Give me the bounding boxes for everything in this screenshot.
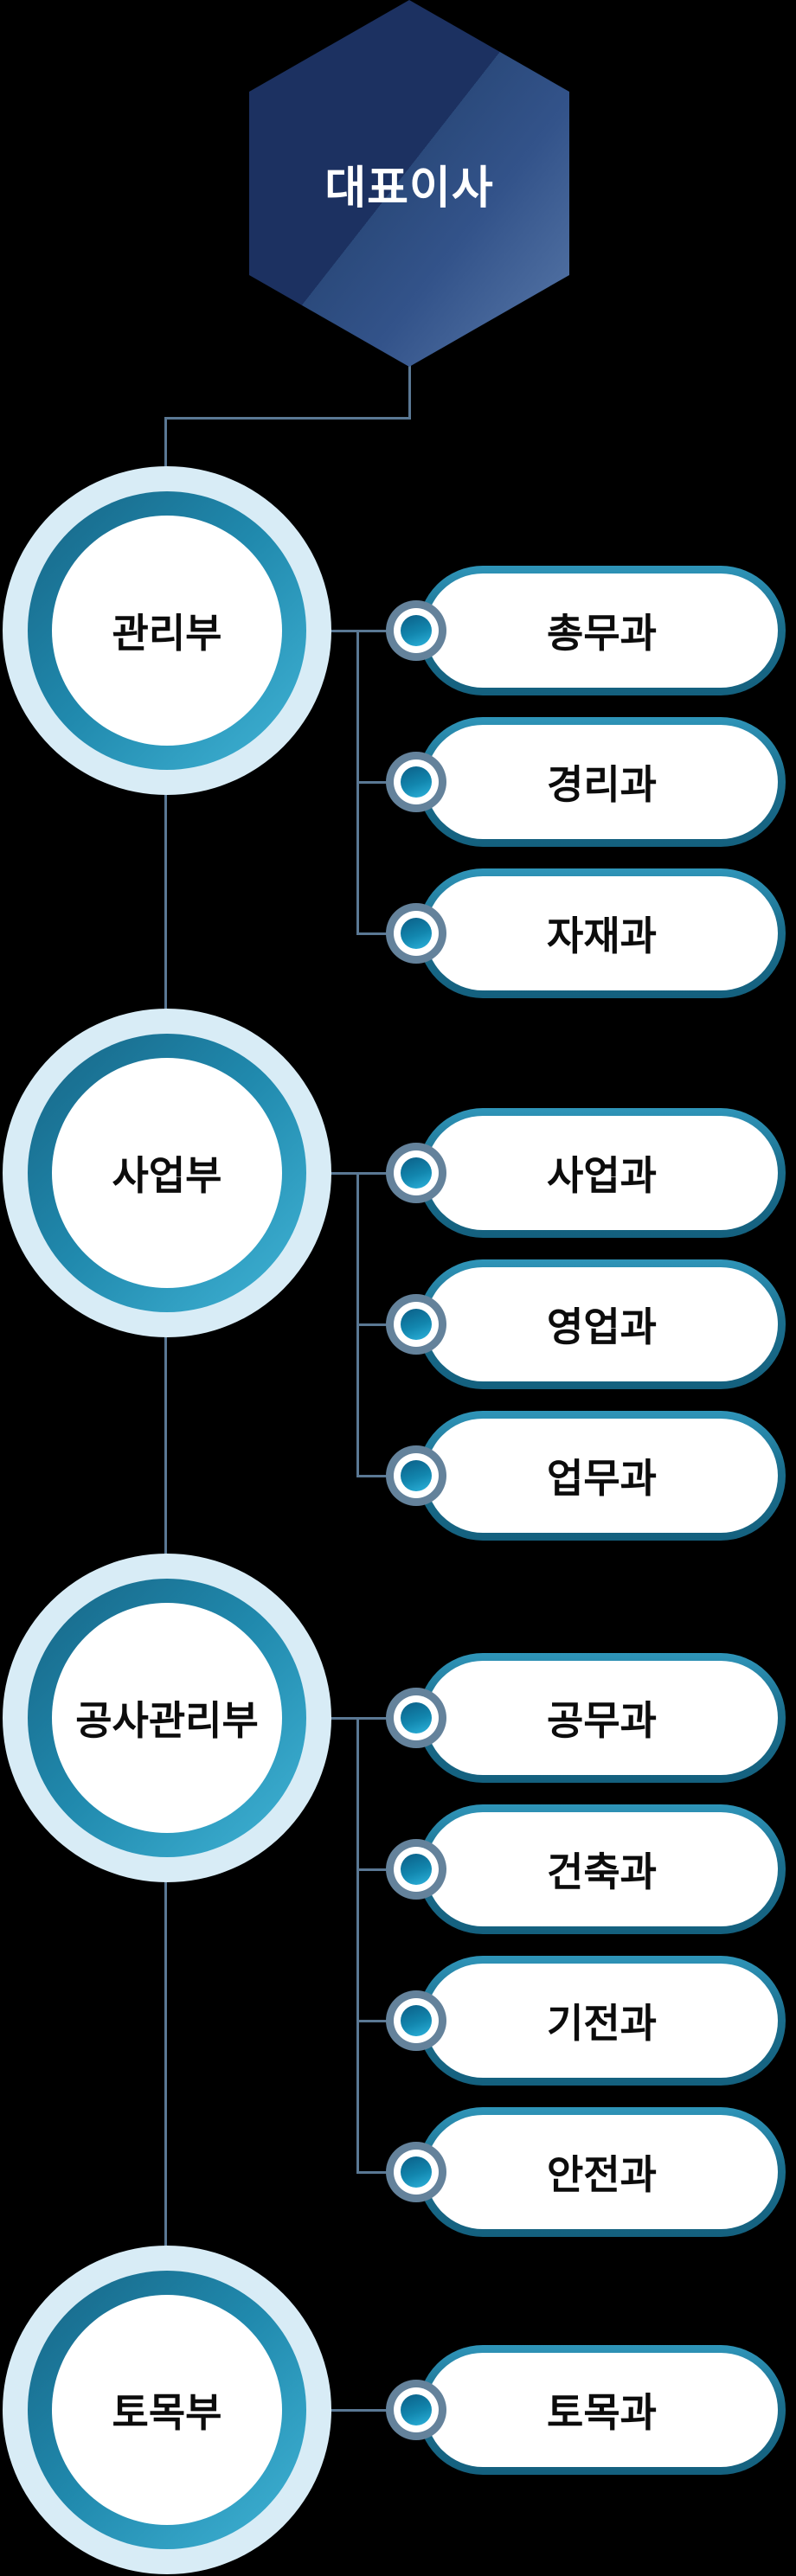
bullet-node-icon [386, 2380, 446, 2440]
bullet-node-dot [401, 2394, 432, 2425]
team-pill-face: 자재과 [426, 876, 778, 990]
team-pill: 자재과 [418, 868, 786, 998]
dept-label: 토목부 [112, 2390, 222, 2435]
team-pill: 경리과 [418, 717, 786, 847]
team-pill-face: 토목과 [426, 2353, 778, 2467]
bullet-node-dot [401, 2156, 432, 2188]
dept-label: 관리부 [112, 611, 222, 656]
dept-circle-core: 공사관리부 [52, 1603, 282, 1833]
bullet-node-dot [401, 1854, 432, 1885]
team-pill-face: 공무과 [426, 1661, 778, 1775]
team-pill: 건축과 [418, 1804, 786, 1934]
bullet-node-dot [401, 1157, 432, 1189]
bullet-node-dot [401, 1702, 432, 1733]
connector-line [329, 1172, 416, 1175]
team-label: 기전과 [547, 2001, 657, 2046]
bullet-node-icon [386, 1143, 446, 1203]
bullet-node-icon [386, 1990, 446, 2051]
connector-line [164, 417, 411, 420]
team-pill-face: 기전과 [426, 1964, 778, 2078]
team-pill-face: 업무과 [426, 1419, 778, 1533]
bullet-node-icon [386, 752, 446, 812]
dept-circle-management: 관리부 [3, 466, 331, 795]
ceo-hexagon: 대표이사 [249, 0, 569, 367]
bullet-node-dot [401, 2005, 432, 2036]
team-label: 자재과 [547, 913, 657, 958]
team-pill-face: 경리과 [426, 725, 778, 839]
bullet-node-icon [386, 1688, 446, 1748]
team-label: 경리과 [547, 762, 657, 807]
bullet-node-icon [386, 2142, 446, 2202]
bullet-node-icon [386, 600, 446, 661]
bullet-node-icon [386, 903, 446, 964]
bullet-node-icon [386, 1839, 446, 1900]
connector-line [329, 1717, 416, 1720]
team-label: 건축과 [547, 1849, 657, 1894]
bullet-node-icon [386, 1294, 446, 1355]
connector-line [329, 630, 416, 632]
dept-circle-core: 관리부 [52, 516, 282, 746]
team-pill: 업무과 [418, 1411, 786, 1541]
team-label: 사업과 [547, 1153, 657, 1198]
dept-circle-core: 토목부 [52, 2295, 282, 2525]
team-pill-face: 총무과 [426, 574, 778, 688]
dept-circle-civil: 토목부 [3, 2246, 331, 2574]
dept-circle-core: 사업부 [52, 1058, 282, 1288]
connector-line [408, 363, 411, 419]
bullet-node-dot [401, 1460, 432, 1491]
team-pill: 총무과 [418, 566, 786, 695]
bullet-node-icon [386, 1445, 446, 1506]
team-pill-face: 영업과 [426, 1267, 778, 1381]
team-label: 영업과 [547, 1304, 657, 1349]
team-pill: 토목과 [418, 2345, 786, 2475]
dept-circle-construction-mgmt: 공사관리부 [3, 1554, 331, 1882]
team-pill-face: 건축과 [426, 1812, 778, 1926]
dept-circle-business: 사업부 [3, 1009, 331, 1337]
team-pill: 영업과 [418, 1259, 786, 1389]
dept-label: 공사관리부 [75, 1698, 259, 1743]
bullet-node-dot [401, 766, 432, 798]
bullet-node-dot [401, 1309, 432, 1340]
team-pill: 안전과 [418, 2107, 786, 2237]
connector-line [356, 1717, 359, 2173]
team-pill: 기전과 [418, 1956, 786, 2086]
team-label: 토목과 [547, 2390, 657, 2435]
team-pill-face: 사업과 [426, 1116, 778, 1230]
bullet-node-dot [401, 615, 432, 646]
team-label: 총무과 [547, 611, 657, 656]
team-label: 안전과 [547, 2152, 657, 2197]
dept-label: 사업부 [112, 1153, 222, 1198]
bullet-node-dot [401, 918, 432, 949]
team-pill-face: 안전과 [426, 2115, 778, 2229]
team-pill: 사업과 [418, 1108, 786, 1238]
team-pill: 공무과 [418, 1653, 786, 1783]
team-label: 공무과 [547, 1698, 657, 1743]
team-label: 업무과 [547, 1456, 657, 1501]
ceo-label: 대표이사 [324, 163, 494, 214]
connector-line [329, 2409, 416, 2412]
